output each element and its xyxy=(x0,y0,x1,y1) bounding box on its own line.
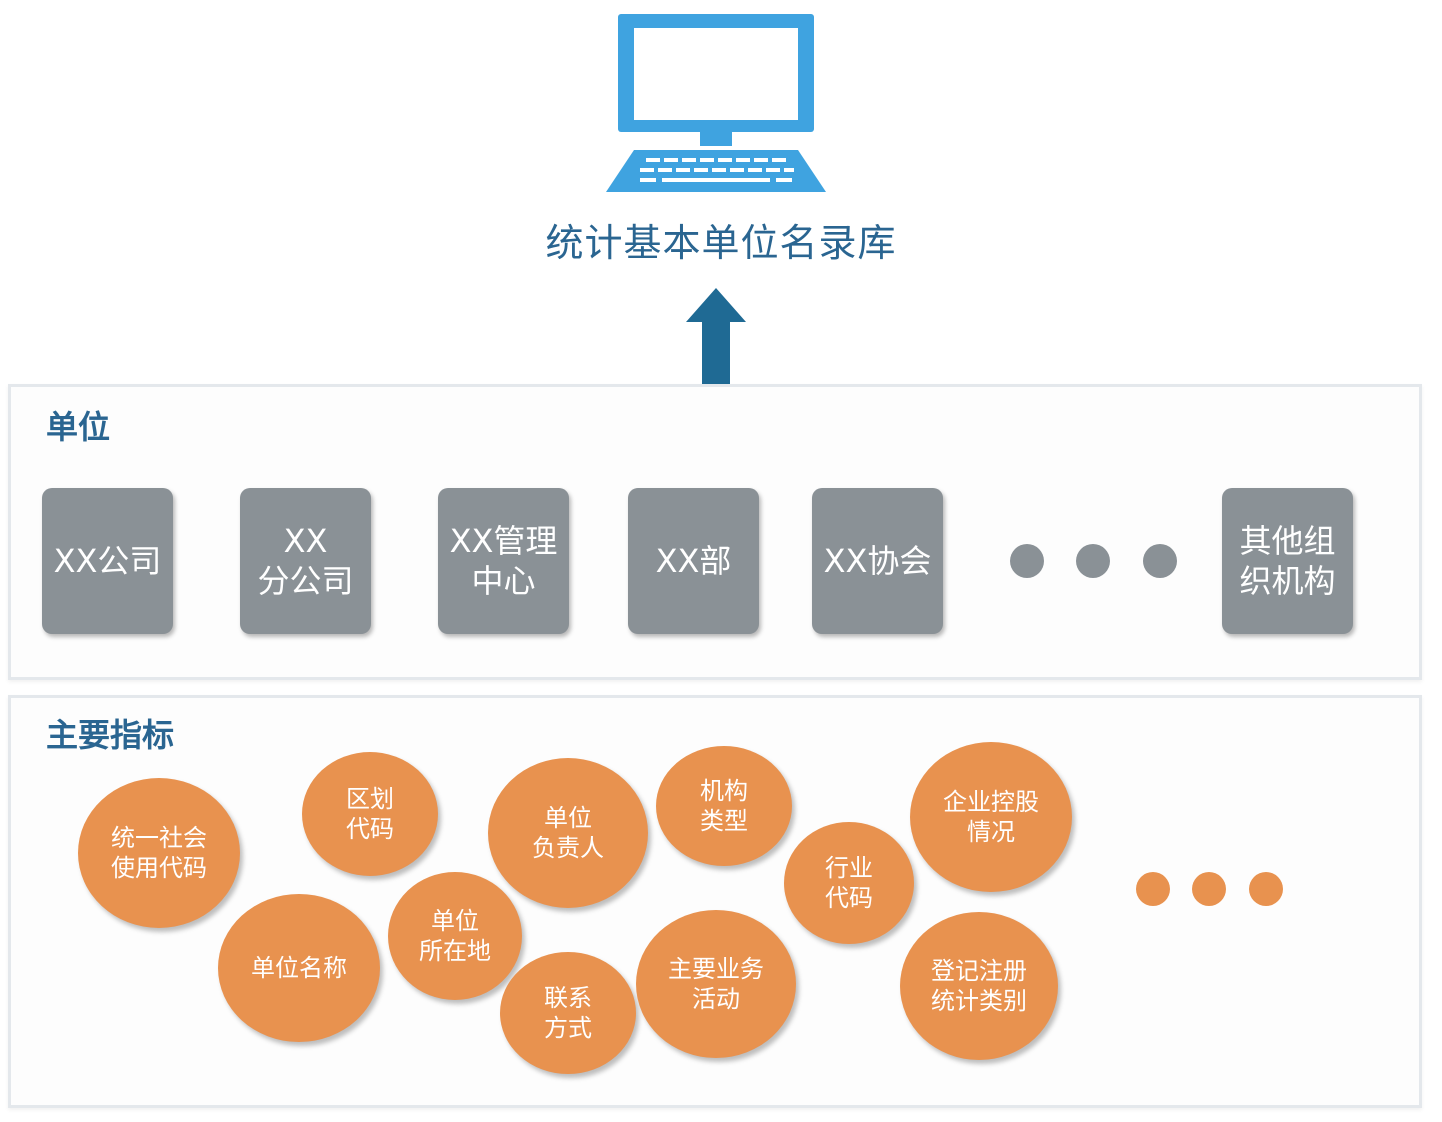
unit-box-management-center: XX管理 中心 xyxy=(438,488,569,634)
ellipsis-dot xyxy=(1192,872,1226,906)
indicator-bubble-contact-method: 联系 方式 xyxy=(500,952,636,1074)
ellipsis-dot xyxy=(1249,872,1283,906)
indicator-bubble-main-business: 主要业务 活动 xyxy=(636,910,796,1058)
ellipsis-dot xyxy=(1010,544,1044,578)
indicator-bubble-registration-type: 登记注册 统计类别 xyxy=(900,912,1058,1060)
unit-box-branch-company: XX 分公司 xyxy=(240,488,371,634)
unit-box-other-organizations: 其他组 织机构 xyxy=(1222,488,1353,634)
ellipsis-dot xyxy=(1136,872,1170,906)
indicator-bubble-unit-name: 单位名称 xyxy=(218,894,380,1042)
unit-box-association: XX协会 xyxy=(812,488,943,634)
indicator-bubble-unit-head: 单位 负责人 xyxy=(488,758,648,908)
units-panel-title: 单位 xyxy=(46,408,111,446)
indicator-bubble-industry-code: 行业 代码 xyxy=(784,822,914,944)
unit-box-company: XX公司 xyxy=(42,488,173,634)
computer-icon xyxy=(606,14,826,192)
database-title: 统计基本单位名录库 xyxy=(545,221,897,265)
ellipsis-dot xyxy=(1076,544,1110,578)
indicators-panel-title: 主要指标 xyxy=(46,716,175,754)
indicator-bubble-unit-location: 单位 所在地 xyxy=(388,872,522,1000)
indicator-bubble-org-type: 机构 类型 xyxy=(656,746,792,866)
ellipsis-dot xyxy=(1143,544,1177,578)
indicator-bubble-social-code: 统一社会 使用代码 xyxy=(78,778,240,928)
indicator-bubble-holding-status: 企业控股 情况 xyxy=(910,742,1072,892)
unit-box-department: XX部 xyxy=(628,488,759,634)
up-arrow-icon xyxy=(686,288,746,384)
indicator-bubble-division-code: 区划 代码 xyxy=(302,752,438,876)
